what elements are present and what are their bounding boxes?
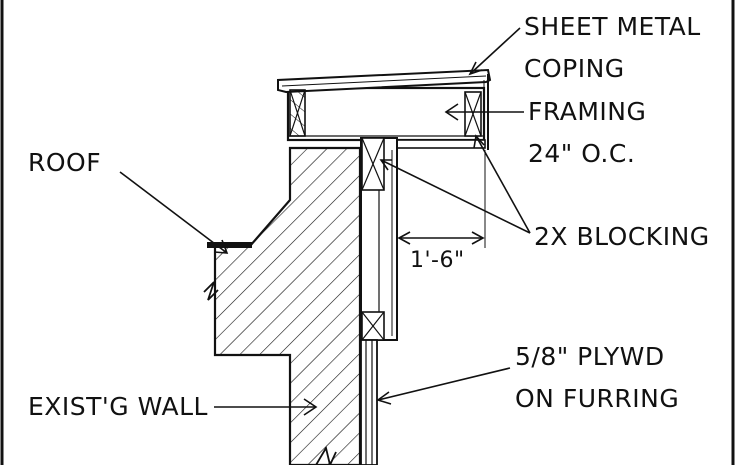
leader-coping (469, 27, 521, 75)
blocking-left-top-x2 (289, 89, 306, 137)
existing-wall (213, 146, 362, 465)
leader-coping-arrow (468, 61, 483, 76)
label-dimension: 1'-6" (410, 248, 465, 273)
label-framing-line2: 24" O.C. (528, 139, 636, 168)
leader-plywood-arrow (376, 391, 392, 405)
blocking-lower-x2 (361, 311, 385, 341)
dim-arrow-left (397, 231, 411, 245)
label-plywood-line1: 5/8" PLYWD (515, 342, 665, 371)
roof-break-line (203, 281, 219, 301)
framing-box (286, 86, 486, 142)
blocking-right-top-x2 (464, 91, 482, 137)
leader-blocking-b-arrow (473, 134, 485, 149)
blocking-upper-x2 (361, 137, 385, 191)
leader-wall-arrow (303, 398, 318, 416)
soffit-plate (396, 139, 486, 149)
label-plywood-line2: ON FURRING (515, 384, 680, 413)
plywood-furring (360, 339, 378, 465)
wall-break-line (315, 445, 337, 465)
leader-plywood (377, 367, 511, 401)
label-blocking: 2X BLOCKING (534, 222, 710, 251)
leader-roof (119, 171, 228, 254)
dim-arrow-right (471, 231, 485, 245)
leader-blocking-b (475, 135, 531, 234)
label-framing-line1: FRAMING (528, 97, 647, 126)
label-roof: ROOF (28, 148, 102, 177)
label-wall: EXIST'G WALL (28, 392, 208, 421)
label-coping-line2: COPING (524, 54, 625, 83)
label-coping-line1: SHEET METAL (524, 12, 701, 41)
leader-blocking-a-arrow (379, 159, 392, 171)
leader-framing-arrow (444, 103, 459, 121)
coping-inner-line (281, 75, 487, 87)
leader-roof-arrow (213, 239, 229, 254)
leader-blocking-a (380, 159, 531, 234)
